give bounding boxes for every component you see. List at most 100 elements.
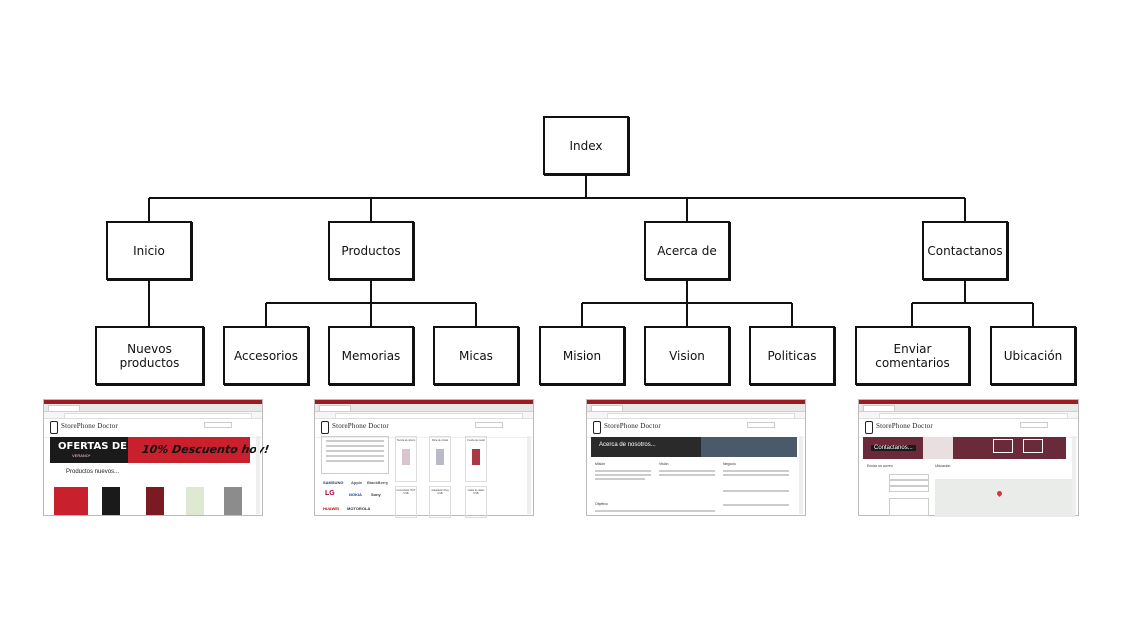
location-map [935, 479, 1075, 517]
node-memorias: Memorias [328, 326, 414, 385]
card-title: Adaptador Plug USB [431, 489, 449, 495]
brand-logo: LG [325, 490, 335, 497]
screenshot-productos: StorePhone Doctor SAMSUNG Apple BlackBer… [314, 399, 534, 518]
node-mision: Mision [539, 326, 625, 385]
node-acerca-de: Acerca de [644, 221, 730, 280]
promo-subtitle: VERANO* [72, 453, 91, 458]
site-header: StorePhone Doctor [859, 419, 1078, 438]
screenshot-inicio: StorePhone Doctor OFERTAS DE VERANO* 10%… [43, 399, 270, 516]
brand-logo: BlackBerry [367, 480, 389, 485]
search-input [1020, 422, 1048, 428]
form-field [889, 486, 929, 492]
promo-left-panel [50, 437, 128, 463]
site-logo-text: StorePhone Doctor [876, 422, 933, 430]
brand-logos: SAMSUNG Apple BlackBerry LG NOKIA Sony H… [321, 478, 389, 516]
browser-address-bar [315, 412, 533, 419]
text-line [595, 474, 651, 476]
product-thumb [54, 487, 88, 515]
node-ubicacion: Ubicación [990, 326, 1076, 385]
text-line [723, 474, 789, 476]
map-pin-icon [995, 489, 1004, 498]
form-heading: Enviar un correo [867, 464, 893, 468]
vision-heading: Visión [659, 462, 669, 466]
browser-address-bar [44, 412, 262, 419]
category-box [321, 436, 389, 474]
node-vision: Vision [644, 326, 730, 385]
brand-logo: Sony [371, 492, 381, 497]
browser-titlebar [587, 400, 805, 404]
contact-hero-banner: Contactanos... [863, 437, 1066, 459]
site-header: StorePhone Doctor [587, 419, 805, 438]
negocio-heading: Negocio [723, 462, 736, 466]
connector-lines [148, 175, 1034, 326]
mision-heading: Misión [595, 462, 606, 466]
brand-logo: HUAWEI [323, 506, 339, 511]
card-title: Cable de datos USB [467, 489, 485, 495]
node-enviar-comentarios: Enviar comentarios [855, 326, 970, 385]
phone-logo-icon [50, 421, 58, 434]
node-accesorios: Accesorios [223, 326, 309, 385]
product-card: Adaptador Plug USB [429, 486, 451, 518]
product-thumb [102, 487, 120, 515]
screenshot-acerca-de: StorePhone Doctor Acerca de nosotros... … [586, 399, 806, 516]
promo-banner: OFERTAS DE VERANO* 10% Descuento hoy! [50, 437, 270, 463]
phone-logo-icon [865, 421, 873, 434]
browser-address-bar [859, 412, 1078, 419]
brand-logo: Apple [351, 480, 363, 485]
browser-tabs [587, 404, 805, 412]
node-contactanos: Contactanos [922, 221, 1008, 280]
form-field [889, 480, 929, 486]
node-micas: Micas [433, 326, 519, 385]
site-header: StorePhone Doctor [315, 419, 533, 438]
form-textarea [889, 498, 929, 516]
search-input [475, 422, 503, 428]
card-title: Mica de cristal [432, 439, 448, 442]
node-productos: Productos [328, 221, 414, 280]
brand-logo: NOKIA [349, 492, 362, 497]
hero-caption: Contactanos... [871, 445, 916, 451]
product-thumb [224, 487, 242, 515]
text-line [595, 470, 651, 472]
product-card: Mica de cristal [429, 436, 451, 482]
product-card: Tienda de silicon [395, 436, 417, 482]
node-nuevos-productos: Nuevos productos [95, 326, 204, 385]
site-logo-text: StorePhone Doctor [61, 422, 118, 430]
hero-caption: Acerca de nosotros... [599, 442, 656, 448]
brand-logo: MOTOROLA [347, 506, 371, 511]
site-logo-text: StorePhone Doctor [604, 422, 661, 430]
form-field [889, 474, 929, 480]
brand-logo: SAMSUNG [323, 480, 344, 485]
promo-title: OFERTAS DE [58, 441, 128, 452]
browser-tabs [44, 404, 262, 412]
browser-titlebar [44, 400, 262, 404]
text-line [659, 470, 715, 472]
product-card: Convertidor OUT USB [395, 486, 417, 518]
promo-discount: 10% Descuento hoy! [141, 443, 271, 456]
text-line [595, 510, 715, 512]
scrollbar [527, 436, 531, 514]
section-title: Productos nuevos... [66, 469, 120, 475]
scrollbar [256, 436, 260, 514]
product-card: Cable de datos USB [465, 486, 487, 518]
product-thumb [146, 487, 164, 515]
scrollbar [1072, 436, 1076, 514]
node-politicas: Politicas [749, 326, 835, 385]
about-hero-banner: Acerca de nosotros... [591, 437, 797, 457]
node-inicio: Inicio [106, 221, 192, 280]
objetivo-heading: Objetivo [595, 502, 608, 506]
browser-tabs [859, 404, 1078, 412]
text-line [723, 504, 789, 506]
scrollbar [799, 436, 803, 514]
browser-titlebar [315, 400, 533, 404]
search-input [204, 422, 232, 428]
card-title: Tienda de silicon [396, 439, 416, 442]
text-line [595, 478, 645, 480]
search-input [747, 422, 775, 428]
browser-address-bar [587, 412, 805, 419]
card-title: Convertidor OUT USB [396, 489, 416, 495]
text-line [723, 490, 789, 492]
phone-logo-icon [321, 421, 329, 434]
text-line [659, 474, 715, 476]
screenshot-contactanos: StorePhone Doctor Contactanos... Enviar … [858, 399, 1079, 517]
